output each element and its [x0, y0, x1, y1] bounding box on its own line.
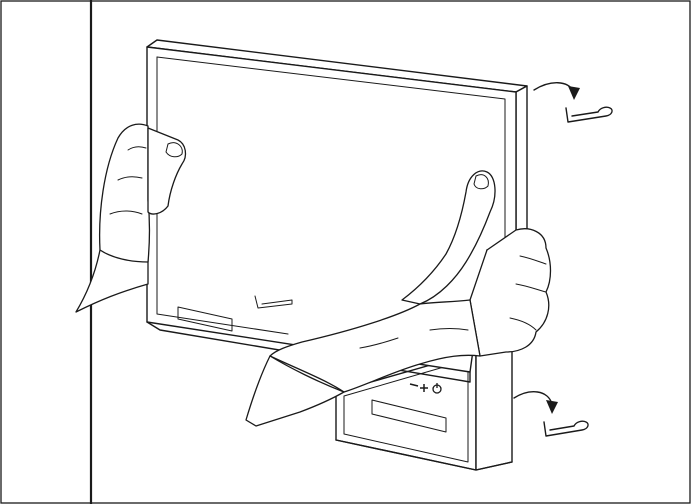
main-panel-slot	[177, 306, 233, 332]
panel-controls	[409, 383, 442, 394]
center-bracket-icon	[254, 295, 293, 309]
lower-panel-slot	[371, 399, 447, 433]
lower-hook-group	[513, 391, 589, 437]
power-icon	[432, 383, 442, 394]
upper-rotate-arrow-icon	[533, 82, 575, 93]
lower-rotate-arrow-icon	[513, 391, 553, 405]
upper-hook-group	[533, 82, 613, 123]
upper-wall-hook-icon	[565, 106, 613, 123]
right-hand	[245, 170, 552, 427]
lower-arrowhead-icon	[546, 400, 558, 414]
left-hand	[75, 123, 187, 313]
upper-arrowhead-icon	[568, 86, 580, 100]
minus-mark	[409, 383, 419, 387]
plus-mark	[420, 384, 428, 392]
lower-wall-hook-icon	[543, 420, 589, 437]
lower-panel	[335, 343, 513, 471]
